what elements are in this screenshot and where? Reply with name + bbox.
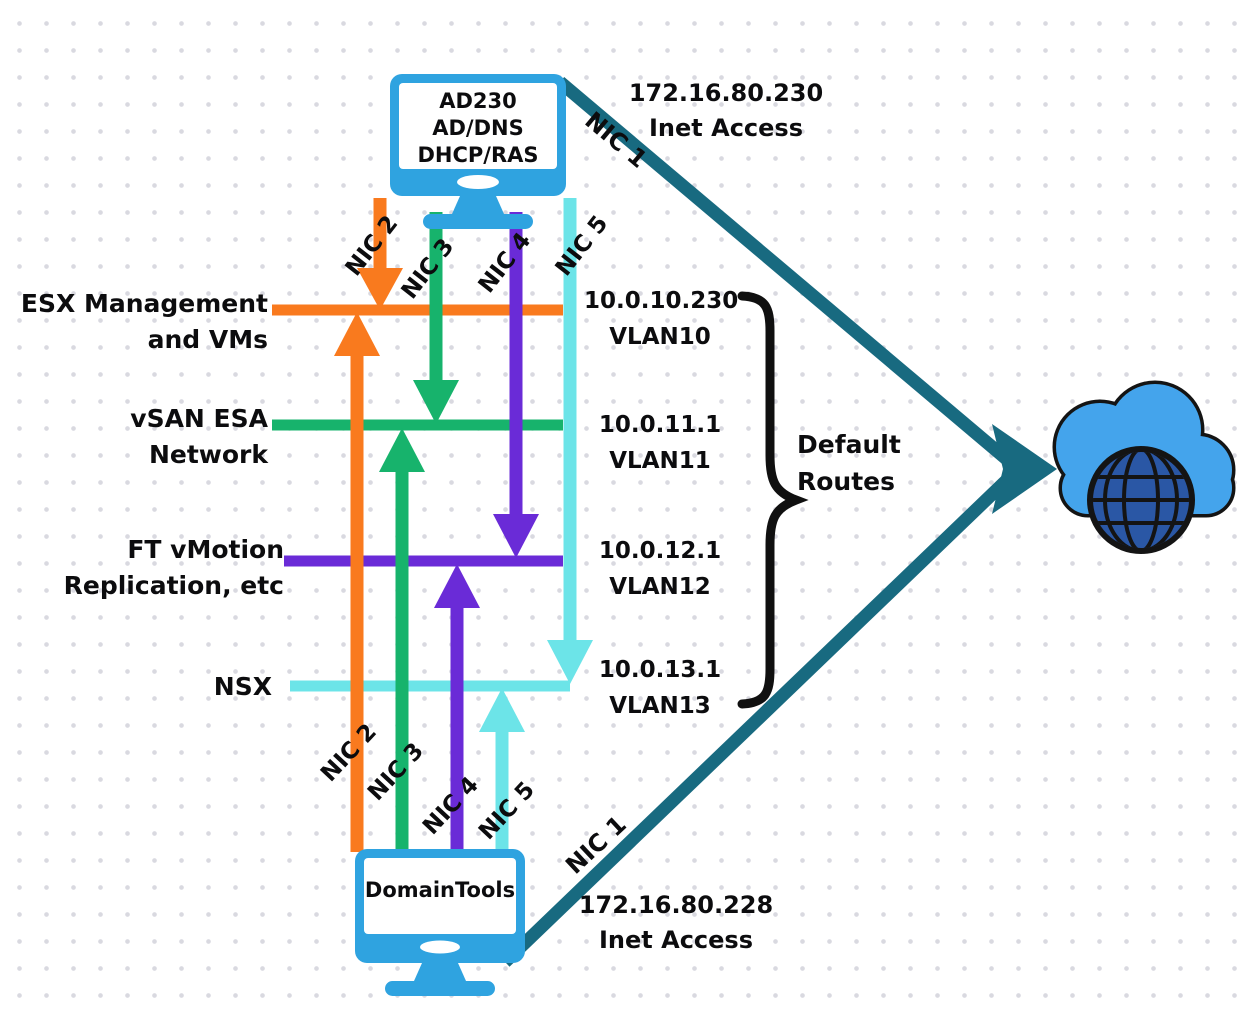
ip-text: 10.0.12.1 — [598, 538, 722, 564]
globe-grid — [1093, 452, 1189, 548]
network-name-esx: ESX Management and VMs — [8, 286, 268, 358]
monitor-base — [385, 981, 495, 996]
arrowhead-icon — [379, 428, 425, 472]
arrowhead-icon — [493, 514, 539, 558]
nic4-bottom-arrow — [434, 564, 480, 852]
arrowhead-icon — [357, 268, 403, 310]
ip-text: 10.0.13.1 — [598, 657, 722, 683]
uplink-top-line — [555, 77, 1015, 467]
nic5-top-arrow — [547, 198, 593, 684]
monitor-screen — [399, 83, 557, 169]
monitor-button — [457, 175, 499, 189]
nic3-bottom-arrow — [379, 428, 425, 852]
uplink-bottom-line — [500, 472, 1015, 967]
default-routes-line: Default — [797, 430, 901, 459]
nic3-top-arrow — [413, 212, 459, 424]
network-name-nsx: NSX — [8, 669, 272, 705]
nic5-bottom-arrow — [479, 688, 525, 852]
default-routes-label: Default Routes — [797, 426, 901, 500]
vlan11-ip-label: 10.0.11.1 VLAN11 — [584, 407, 736, 479]
arrowhead-icon — [434, 564, 480, 608]
network-name-line: FT vMotion — [127, 535, 284, 564]
internet-cloud-icon — [1052, 380, 1236, 554]
vlan12-ip-label: 10.0.12.1 VLAN12 — [584, 533, 736, 605]
ad230-line: AD/DNS — [432, 116, 524, 140]
uplink-bottom-ip: 172.16.80.228 — [578, 891, 774, 919]
ip-text: 10.0.10.230 — [584, 288, 739, 314]
monitor-screen — [364, 858, 516, 934]
internet-arrowhead-icon — [992, 424, 1057, 514]
network-name-ft-vmotion: FT vMotion Replication, etc — [8, 532, 284, 604]
monitor-button — [420, 940, 460, 954]
vlan-text: VLAN12 — [609, 574, 711, 600]
vlan-text: VLAN11 — [609, 448, 711, 474]
vlan10-ip-label: 10.0.10.230 VLAN10 — [584, 283, 739, 355]
domaintools-node-label: DomainTools — [364, 878, 516, 902]
monitor-neck — [414, 963, 466, 981]
nic2-top-arrow — [357, 198, 403, 310]
arrowhead-icon — [479, 688, 525, 732]
network-name-line: and VMs — [147, 325, 268, 354]
domaintools-monitor-icon — [355, 849, 525, 996]
uplink-bottom-info: 172.16.80.228 Inet Access — [578, 888, 774, 958]
arrowhead-icon — [547, 640, 593, 684]
arrowhead-icon — [334, 312, 380, 356]
uplink-top-info: 172.16.80.230 Inet Access — [628, 76, 824, 146]
network-name-line: vSAN ESA — [130, 404, 268, 433]
monitor-base — [423, 214, 533, 229]
uplink-top-ip: 172.16.80.230 — [628, 79, 824, 107]
nic4-top-arrow — [493, 212, 539, 558]
ip-text: 10.0.11.1 — [598, 412, 722, 438]
arrowhead-icon — [413, 380, 459, 424]
ad230-line: AD230 — [439, 89, 517, 113]
network-name-line: Network — [148, 440, 268, 469]
ad230-node-label: AD230 AD/DNS DHCP/RAS — [398, 88, 558, 169]
default-routes-brace — [737, 291, 809, 709]
network-name-line: NSX — [213, 672, 272, 701]
network-name-line: ESX Management — [20, 289, 268, 318]
vlan-text: VLAN13 — [609, 693, 711, 719]
nic2-bottom-arrow — [334, 312, 380, 852]
vlan-text: VLAN10 — [609, 324, 711, 350]
network-name-line: Replication, etc — [63, 571, 284, 600]
ad230-monitor-icon — [390, 74, 566, 229]
vlan13-ip-label: 10.0.13.1 VLAN13 — [584, 652, 736, 724]
default-routes-line: Routes — [797, 467, 896, 496]
monitor-neck — [452, 196, 504, 214]
uplink-top-caption: Inet Access — [649, 114, 803, 142]
uplink-bottom-caption: Inet Access — [599, 926, 753, 954]
ad230-line: DHCP/RAS — [417, 143, 539, 167]
network-name-vsan: vSAN ESA Network — [8, 401, 268, 473]
